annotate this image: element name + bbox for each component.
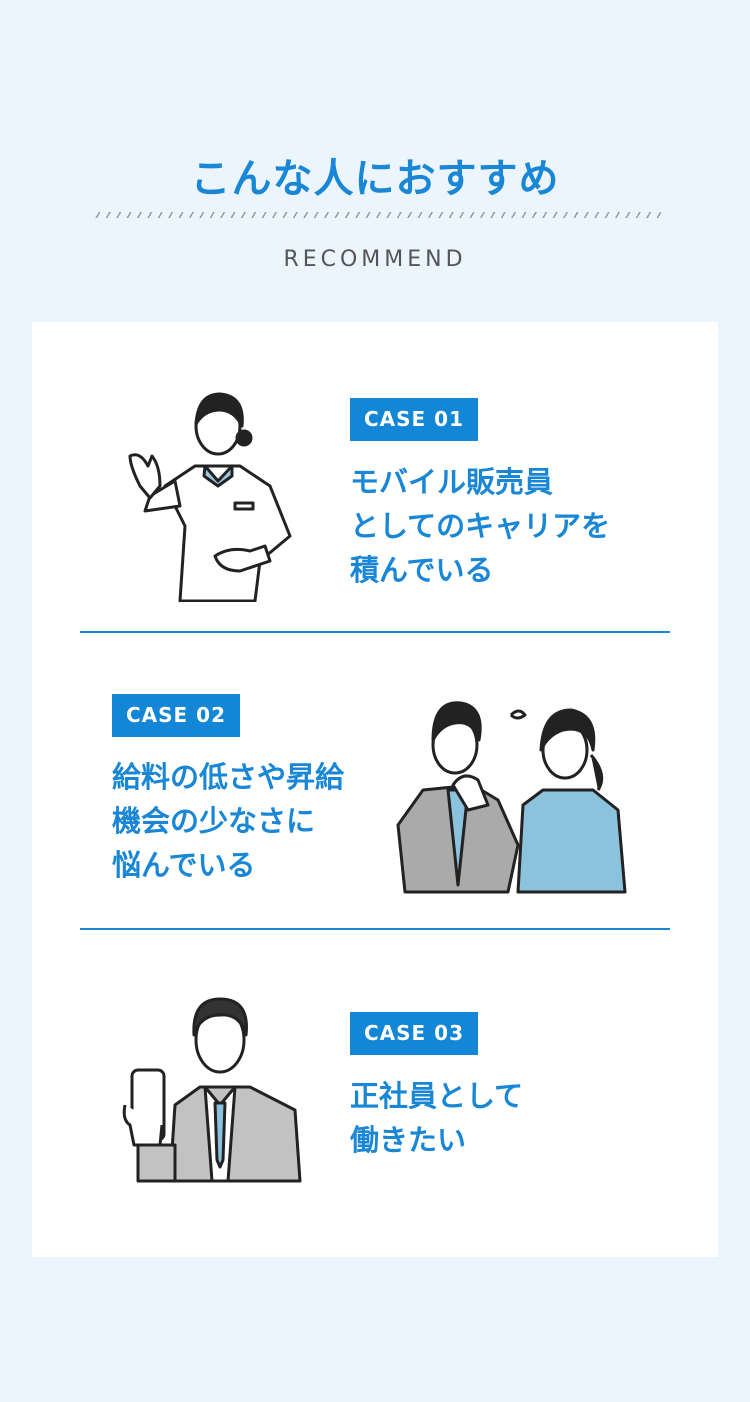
case-03-line: 正社員として xyxy=(350,1079,524,1113)
case-01-line: モバイル販売員 xyxy=(350,465,554,499)
dashed-divider xyxy=(93,212,661,218)
case-02-line: 機会の少なさに xyxy=(112,804,316,838)
case-03-text: 正社員として 働きたい xyxy=(350,1074,523,1162)
case-01-text: モバイル販売員 としてのキャリアを 積んでいる xyxy=(350,460,610,592)
case-02-line: 悩んでいる xyxy=(112,848,256,882)
case-02-badge: CASE 02 xyxy=(112,694,240,737)
case-02-text: 給料の低さや昇給 機会の少なさに 悩んでいる xyxy=(112,755,344,887)
section-divider xyxy=(80,631,670,633)
worried-couple-illustration xyxy=(396,701,627,894)
businessman-with-phone-illustration xyxy=(122,997,302,1183)
case-01-badge: CASE 01 xyxy=(350,398,478,441)
saleswoman-illustration xyxy=(128,392,292,602)
case-03-line: 働きたい xyxy=(350,1123,467,1157)
section-divider xyxy=(80,928,670,930)
page-title: こんな人におすすめ xyxy=(190,156,560,202)
case-03-badge: CASE 03 xyxy=(350,1012,478,1055)
case-01-line: としてのキャリアを xyxy=(350,509,611,543)
page-subtitle: RECOMMEND xyxy=(283,247,467,272)
case-01-line: 積んでいる xyxy=(350,553,494,587)
case-02-line: 給料の低さや昇給 xyxy=(112,760,345,794)
